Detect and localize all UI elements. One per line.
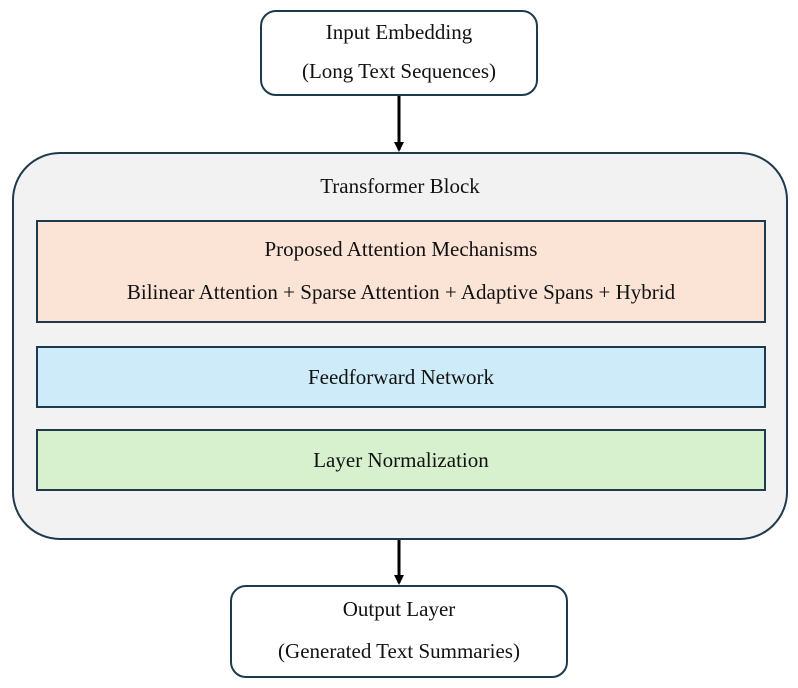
normalization-label: Layer Normalization — [313, 448, 489, 472]
transformer-title: Transformer Block — [320, 174, 480, 198]
input-embedding-node: Input Embedding (Long Text Sequences) — [260, 10, 538, 96]
output-layer-node: Output Layer (Generated Text Summaries) — [230, 585, 568, 678]
normalization-layer: Layer Normalization — [36, 429, 766, 491]
attention-components: Bilinear Attention + Sparse Attention + … — [126, 280, 676, 304]
input-title: Input Embedding — [325, 20, 473, 44]
output-title: Output Layer — [342, 597, 456, 621]
feedforward-layer: Feedforward Network — [36, 346, 766, 408]
attention-layer: Proposed Attention Mechanisms Bilinear A… — [36, 220, 766, 323]
transformer-block: Transformer Block Proposed Attention Mec… — [12, 152, 788, 540]
input-subtitle: (Long Text Sequences) — [301, 59, 497, 83]
output-subtitle: (Generated Text Summaries) — [278, 639, 520, 663]
attention-title: Proposed Attention Mechanisms — [264, 237, 538, 261]
feedforward-label: Feedforward Network — [307, 365, 495, 389]
